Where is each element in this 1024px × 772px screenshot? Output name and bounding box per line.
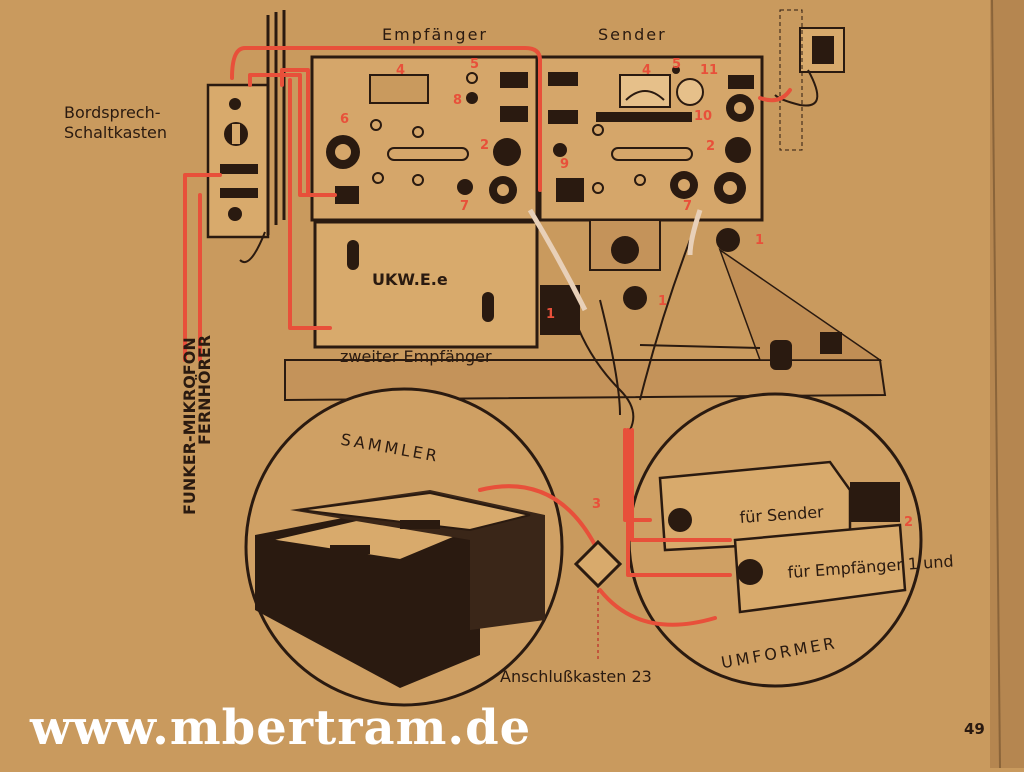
- callout-1-c: 1: [546, 307, 555, 322]
- label-schaltkasten: Schaltkasten: [64, 123, 167, 142]
- callout-7-receiver: 7: [460, 199, 469, 214]
- second-receiver: [313, 220, 539, 349]
- label-funker-mikrofon: FUNKER-MIKROFON: [180, 337, 199, 515]
- label-zweiter-empfaenger: zweiter Empfänger: [340, 347, 492, 366]
- callout-2-receiver: 2: [480, 138, 489, 153]
- callout-1-b: 1: [658, 294, 667, 309]
- table-top: [284, 359, 887, 402]
- accumulator-inset: [244, 387, 564, 707]
- wall-socket: [774, 9, 845, 151]
- label-bordsprech: Bordsprech-: [64, 103, 161, 122]
- callout-7-sender: 7: [683, 199, 692, 214]
- label-ukwe: UKW.E.e: [372, 270, 448, 289]
- callout-6: 6: [340, 112, 349, 127]
- label-empfaenger: Empfänger: [382, 25, 488, 44]
- callout-8: 8: [453, 93, 462, 108]
- junction-box: [573, 539, 623, 589]
- callout-1-a: 1: [755, 233, 764, 248]
- callout-10: 10: [694, 109, 712, 124]
- callout-3: 3: [592, 497, 601, 512]
- receiver-unit: [310, 55, 539, 222]
- label-sender: Sender: [598, 25, 667, 44]
- site-watermark: www.mbertram.de: [30, 700, 532, 756]
- callout-2-sender: 2: [706, 139, 715, 154]
- label-anschlusskasten: Anschlußkasten 23: [500, 667, 652, 686]
- callout-4-sender: 4: [642, 63, 651, 78]
- callout-5-receiver: 5: [470, 57, 479, 72]
- callout-5-sender: 5: [672, 57, 681, 72]
- callout-4-receiver: 4: [396, 63, 405, 78]
- label-fernhoerer: FERNHÖRER: [195, 335, 214, 445]
- page-number: 49: [964, 720, 985, 738]
- callout-11: 11: [700, 63, 718, 78]
- intercom-switch-box: [206, 10, 286, 263]
- callout-2-converter: 2: [904, 515, 913, 530]
- transmitter-unit: [500, 55, 764, 222]
- callout-9: 9: [560, 157, 569, 172]
- converter-inset: [627, 392, 923, 688]
